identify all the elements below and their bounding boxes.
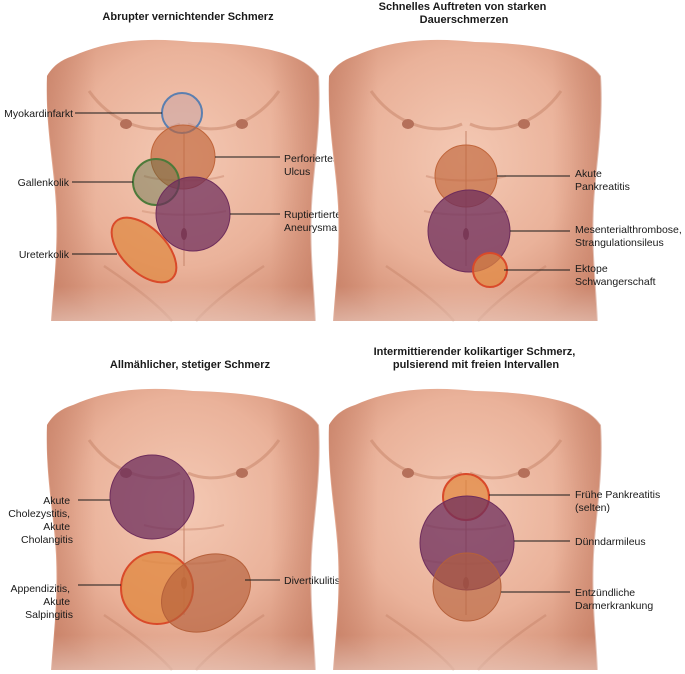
region-entzuendliche-darmerkrankung	[432, 552, 502, 622]
label-ureterkolik: Ureterkolik	[19, 249, 70, 261]
region-ureterkolik	[110, 216, 178, 284]
label-ruptiertiertes-aneurysma: Ruptiertiertes Aneurysma	[284, 209, 349, 234]
panel-title: Allmählicher, stetiger Schmerz	[110, 359, 271, 371]
panel-title: Intermittierender kolikartiger Schmerz, …	[374, 346, 579, 371]
label-divertikulitis: Divertikulitis	[284, 575, 340, 587]
label-duenndarmileus: Dünndarmileus	[575, 536, 646, 548]
label-ektope-schwangerschaft: Ektope Schwangerschaft	[575, 263, 656, 288]
region-ruptiertiertes-aneurysma	[155, 176, 231, 252]
label-cholezystitis: Akute Cholezystitis, Akute Cholangitis	[8, 495, 73, 546]
label-gallenkolik: Gallenkolik	[18, 177, 70, 189]
panel-title: Schnelles Auftreten von starken Dauersch…	[379, 1, 550, 26]
panel-rapid-onset-pain: Schnelles Auftreten von starken Dauersch…	[324, 1, 685, 324]
region-divertikulitis	[160, 553, 252, 633]
label-appendizitis: Appendizitis, Akute Salpingitis	[11, 583, 73, 621]
panel-intermittent-pain: Intermittierender kolikartiger Schmerz, …	[324, 346, 663, 673]
panel-title: Abrupter vernichtender Schmerz	[102, 11, 274, 23]
label-perforiertes-ulcus: Perforiertes Ulcus	[284, 153, 341, 178]
label-akute-pankreatitis: Akute Pankreatitis	[575, 168, 630, 193]
label-fruehe-pankreatitis: Frühe Pankreatitis (selten)	[575, 489, 663, 514]
label-mesenterialthrombose: Mesenterialthrombose, Strangulationsileu…	[575, 224, 685, 249]
region-cholezystitis	[109, 454, 195, 540]
label-myokardinfarkt: Myokardinfarkt	[4, 108, 73, 120]
panel-abrupt-pain: Abrupter vernichtender Schmerz Myokardin…	[4, 11, 349, 324]
region-ektope-schwangerschaft	[472, 252, 508, 288]
panel-gradual-pain: Allmählicher, stetiger Schmerz Akute Cho…	[8, 359, 340, 673]
label-entzuendliche-darmerkrankung: Entzündliche Darmerkrankung	[575, 587, 653, 612]
